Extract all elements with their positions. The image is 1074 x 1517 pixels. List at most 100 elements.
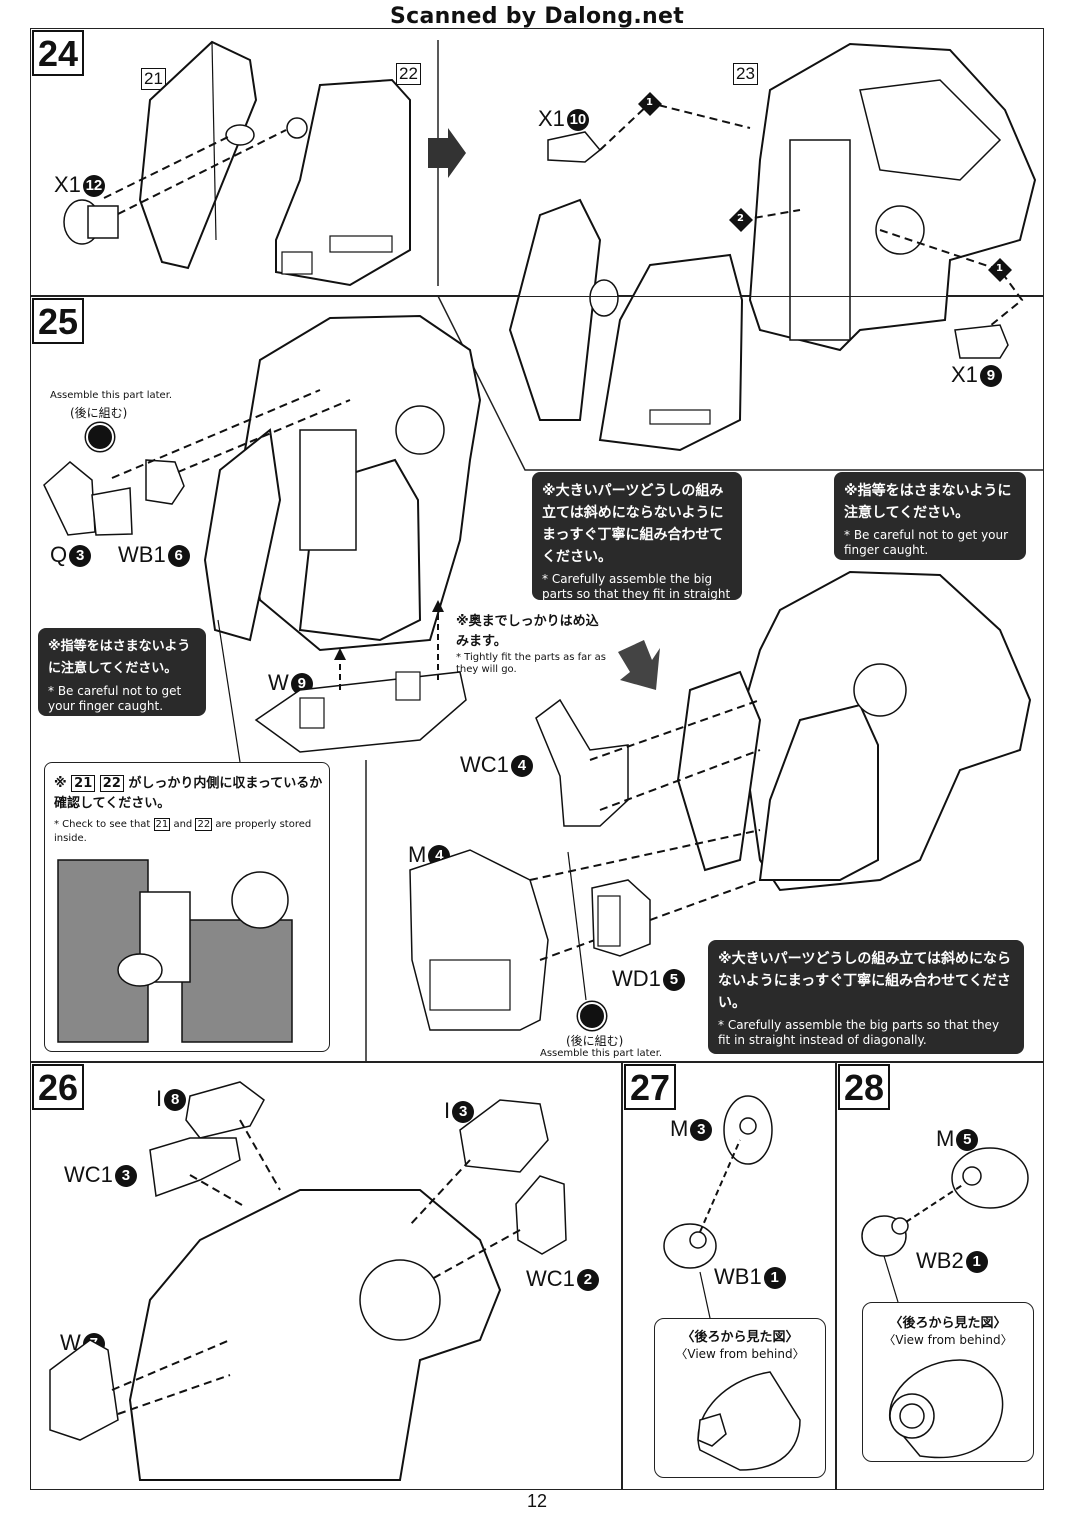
num-10-icon: 10 xyxy=(566,109,589,131)
label-x1-12-text: X1 xyxy=(54,172,81,197)
num-12-icon: 12 xyxy=(82,175,105,197)
label-m4-text: M xyxy=(408,842,427,867)
label-wb21-text: WB2 xyxy=(916,1248,964,1273)
check-jp-prefix: ※ xyxy=(54,776,67,791)
step-25-panel xyxy=(30,296,1044,1062)
note-big-parts-en: * Carefully assemble the big parts so th… xyxy=(542,572,731,616)
part-21-tag: 21 xyxy=(141,68,166,90)
order-2-text: 2 xyxy=(737,213,744,224)
num-5b-icon: 5 xyxy=(956,1129,979,1151)
num-8-icon: 8 xyxy=(164,1089,187,1111)
label-w7-text: W xyxy=(60,1330,81,1355)
label-w9-text: W xyxy=(268,670,289,695)
view-text-27: 〈後ろから見た図〉 〈View from behind〉 xyxy=(654,1326,826,1362)
note-finger-left: ※指等をはさまないように注意してください。 * Be careful not t… xyxy=(38,628,206,716)
check-part-21: 21 xyxy=(71,775,96,792)
part-23-tag: 23 xyxy=(733,63,758,85)
note-finger-left-en: * Be careful not to get your finger caug… xyxy=(48,684,182,713)
step-28-number: 28 xyxy=(838,1064,891,1110)
label-m5-text: M xyxy=(936,1126,955,1151)
label-wd15-text: WD1 xyxy=(612,966,661,991)
scan-credit: Scanned by Dalong.net xyxy=(389,4,685,29)
num-9-icon: 9 xyxy=(979,365,1002,387)
note-finger-right-jp: ※指等をはさまないように注意してください。 xyxy=(844,483,1012,521)
note-finger-right: ※指等をはさまないように注意してください。 * Be careful not t… xyxy=(834,472,1026,560)
num-5-icon: 5 xyxy=(662,969,685,991)
tight-fit-jp: ※奥までしっかりはめ込みます。 xyxy=(456,614,599,649)
check-en-part-21: 21 xyxy=(153,818,171,831)
num-3b-icon: 3 xyxy=(114,1165,137,1187)
label-wc13-text: WC1 xyxy=(64,1162,113,1187)
later-dot-icon-bottom xyxy=(578,1002,606,1034)
view-box-28 xyxy=(862,1302,1034,1462)
label-m3-text: M xyxy=(670,1116,689,1141)
later-note-top-jp: (後に組む) xyxy=(70,406,128,420)
label-x1-10-text: X1 xyxy=(538,106,565,131)
order-marker-1a xyxy=(638,92,662,116)
note-big-parts-jp: ※大きいパーツどうしの組み立ては斜めにならないようにまっすぐ丁寧に組み合わせてく… xyxy=(542,483,724,565)
later-note-bottom-jp: (後に組む) xyxy=(566,1034,624,1048)
label-x1-9-text: X1 xyxy=(951,362,978,387)
num-3d-icon: 3 xyxy=(690,1119,713,1141)
view-27-en: 〈View from behind〉 xyxy=(675,1347,805,1361)
check-box-text: ※ 21 22 がしっかり内側に収まっているか確認してください。 * Check… xyxy=(54,774,326,846)
label-i3-text: I xyxy=(444,1098,451,1123)
num-4-icon: 4 xyxy=(510,755,533,777)
step-25-artwork xyxy=(43,295,1044,1062)
later-note-bottom-en: Assemble this part later. xyxy=(540,1048,663,1059)
check-box-panel xyxy=(44,762,330,1052)
num-6-icon: 6 xyxy=(167,545,190,567)
step-25-number: 25 xyxy=(32,298,85,344)
note-big-parts-2-en: * Carefully assemble the big parts so th… xyxy=(718,1018,1000,1047)
part-22-tag: 22 xyxy=(396,63,421,85)
check-en-part-22: 22 xyxy=(195,818,213,831)
note-big-parts-2-jp: ※大きいパーツどうしの組み立ては斜めにならないようにまっすぐ丁寧に組み合わせてく… xyxy=(718,951,1012,1011)
check-jp-suffix: がしっかり内側に収まっているか確認してください。 xyxy=(54,776,323,811)
order-1a-text: 1 xyxy=(646,97,653,108)
step-26-number: 26 xyxy=(32,1064,85,1110)
num-1b-icon: 1 xyxy=(965,1251,988,1273)
tight-fit-en: * Tightly fit the parts as far as they w… xyxy=(456,652,606,675)
label-wc14-text: WC1 xyxy=(460,752,509,777)
note-big-parts: ※大きいパーツどうしの組み立ては斜めにならないようにまっすぐ丁寧に組み合わせてく… xyxy=(532,472,742,616)
check-part-22: 22 xyxy=(99,775,124,792)
note-big-parts-2: ※大きいパーツどうしの組み立ては斜めにならないようにまっすぐ丁寧に組み合わせてく… xyxy=(708,940,1024,1054)
tight-fit-note: ※奥までしっかりはめ込みます。 * Tightly fit the parts … xyxy=(456,612,606,676)
num-3-icon: 3 xyxy=(69,545,92,567)
order-1b-text: 1 xyxy=(996,263,1003,274)
page-number: 12 xyxy=(526,1491,548,1511)
label-q3-text: Q xyxy=(50,542,68,567)
note-finger-right-en: * Be careful not to get your finger caug… xyxy=(844,528,1009,557)
label-wb16-text: WB1 xyxy=(118,542,166,567)
num-2-icon: 2 xyxy=(576,1269,599,1291)
step-27-panel xyxy=(622,1062,836,1490)
order-marker-2 xyxy=(729,208,753,232)
view-27-jp: 〈後ろから見た図〉 xyxy=(681,1330,799,1345)
view-text-28: 〈後ろから見た図〉 〈View from behind〉 xyxy=(862,1312,1034,1348)
check-en-and: and xyxy=(173,819,193,830)
label-i8-text: I xyxy=(156,1086,163,1111)
view-box-27 xyxy=(654,1318,826,1478)
check-en-prefix: * Check to see that xyxy=(54,819,151,830)
view-28-jp: 〈後ろから見た図〉 xyxy=(889,1316,1007,1331)
note-finger-left-jp: ※指等をはさまないように注意してください。 xyxy=(48,639,191,676)
check-en-suffix: are properly stored inside. xyxy=(54,819,312,844)
later-note-top-en: Assemble this part later. xyxy=(50,390,173,401)
step-26-panel xyxy=(30,1062,622,1490)
